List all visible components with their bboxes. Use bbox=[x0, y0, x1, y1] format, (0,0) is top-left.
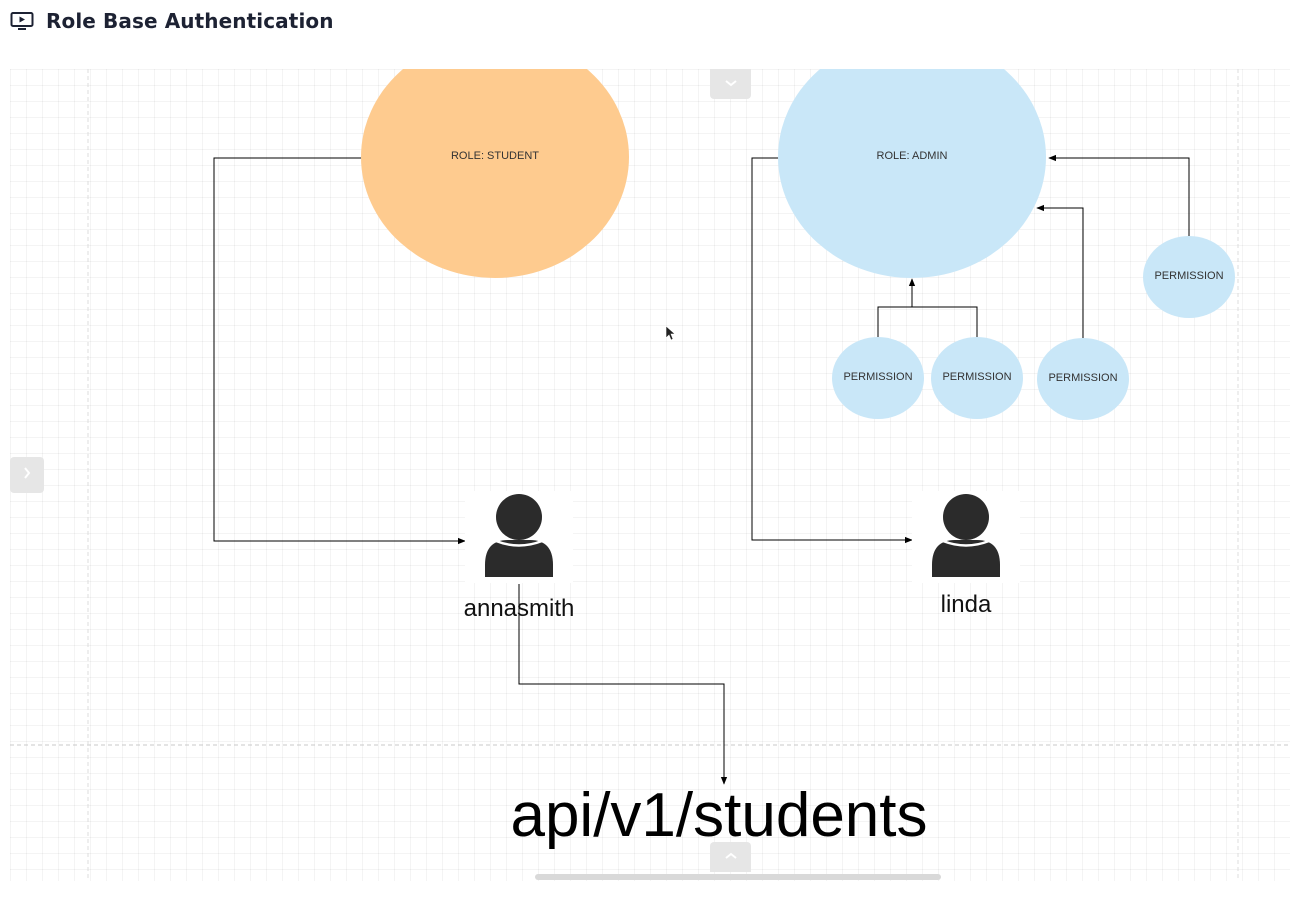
chevron-up-icon bbox=[724, 848, 738, 866]
user-node-annasmith[interactable]: annasmith bbox=[464, 491, 575, 622]
connector-permission4-to-admin[interactable] bbox=[1048, 154, 1190, 238]
connector-admin-to-linda[interactable] bbox=[751, 157, 913, 544]
user-icon bbox=[932, 494, 1000, 577]
permission-shape bbox=[931, 337, 1023, 419]
permission-shape bbox=[1143, 236, 1235, 318]
role-admin-label: ROLE: ADMIN bbox=[877, 150, 948, 162]
connector-annasmith-to-endpoint[interactable] bbox=[518, 584, 728, 785]
connector-permission1-2-bracket[interactable] bbox=[877, 306, 978, 338]
chevron-right-icon bbox=[22, 466, 32, 485]
role-student-shape bbox=[361, 69, 629, 278]
endpoint-label[interactable]: api/v1/students bbox=[510, 781, 927, 850]
role-admin-node[interactable]: ROLE: ADMIN bbox=[778, 69, 1046, 278]
permission-label: PERMISSION bbox=[942, 371, 1011, 383]
expand-left-panel-button[interactable] bbox=[10, 457, 44, 493]
page-title: Role Base Authentication bbox=[46, 9, 334, 33]
permission-node[interactable]: PERMISSION bbox=[1143, 236, 1235, 318]
connector-student-to-annasmith[interactable] bbox=[213, 157, 466, 545]
collapse-top-button[interactable] bbox=[710, 69, 751, 99]
diagram-svg: ROLE: STUDENT ROLE: ADMIN PERMISSION PER… bbox=[10, 69, 1290, 881]
mouse-cursor-icon bbox=[665, 325, 676, 341]
user-name-label: annasmith bbox=[464, 595, 575, 622]
permission-node[interactable]: PERMISSION bbox=[832, 337, 924, 419]
permission-node[interactable]: PERMISSION bbox=[1037, 338, 1129, 420]
page-header: Role Base Authentication bbox=[10, 7, 334, 35]
role-admin-shape bbox=[778, 69, 1046, 278]
permission-node[interactable]: PERMISSION bbox=[931, 337, 1023, 419]
permission-shape bbox=[1037, 338, 1129, 420]
role-student-label: ROLE: STUDENT bbox=[451, 150, 539, 162]
user-icon bbox=[485, 494, 553, 577]
permission-shape bbox=[832, 337, 924, 419]
permission-label: PERMISSION bbox=[1154, 270, 1223, 282]
role-student-node[interactable]: ROLE: STUDENT bbox=[361, 69, 629, 278]
user-node-linda[interactable]: linda bbox=[912, 491, 1020, 618]
permission-label: PERMISSION bbox=[1048, 372, 1117, 384]
expand-bottom-button[interactable] bbox=[710, 842, 751, 872]
permission-label: PERMISSION bbox=[843, 371, 912, 383]
diagram-canvas[interactable]: ROLE: STUDENT ROLE: ADMIN PERMISSION PER… bbox=[10, 69, 1290, 881]
chevron-down-icon bbox=[724, 75, 738, 93]
horizontal-scrollbar[interactable] bbox=[535, 874, 941, 880]
user-name-label: linda bbox=[941, 591, 992, 618]
presentation-play-icon bbox=[10, 11, 34, 31]
connector-permission3-to-admin[interactable] bbox=[1036, 204, 1084, 338]
